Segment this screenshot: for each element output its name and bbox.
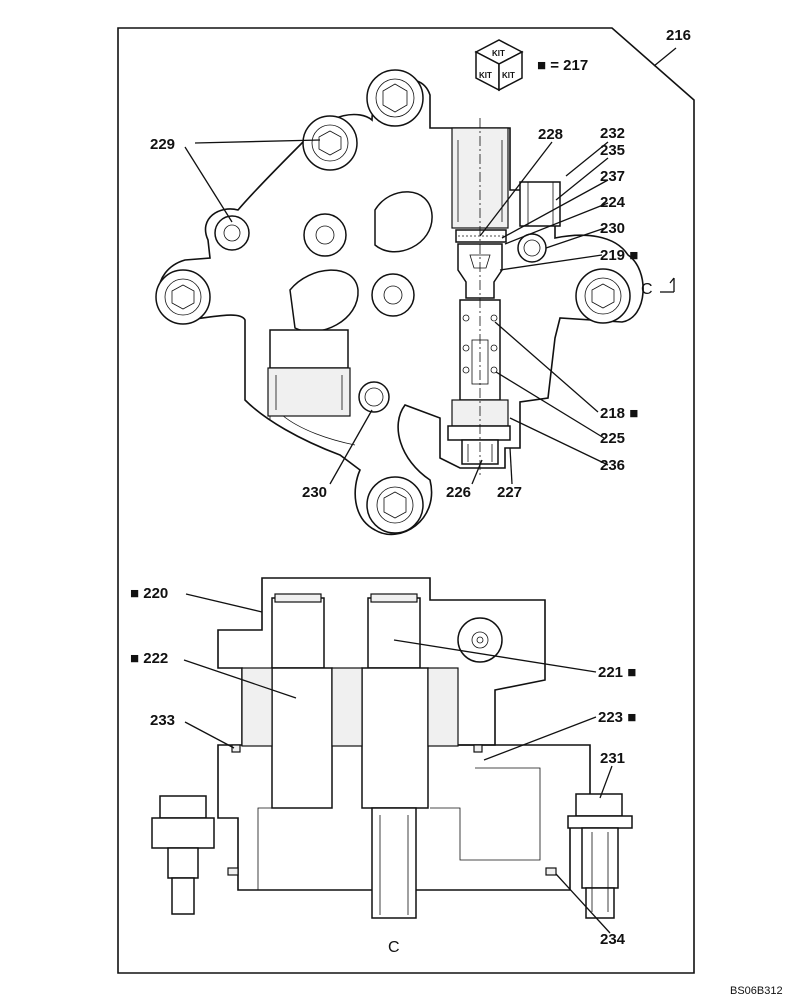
frame-leader (653, 47, 677, 67)
reference-code: BS06B312 (730, 985, 783, 997)
callout-222: ■ 222 (130, 650, 168, 667)
callout-224: 224 (600, 194, 626, 211)
section-view-label: C (388, 939, 400, 956)
callout-221: 221 ■ (598, 664, 636, 681)
callout-223: 223 ■ (598, 709, 636, 726)
callout-235: 235 (600, 142, 625, 159)
callout-237: 237 (600, 168, 625, 185)
callout-218: 218 ■ (600, 405, 638, 422)
kit-legend: ■ = 217 (537, 57, 588, 74)
callout-236: 236 (600, 457, 625, 474)
callout-232: 232 (600, 125, 625, 142)
bolt-head-icon (575, 268, 631, 324)
callout-230-lower: 230 (302, 484, 327, 501)
callout-220: ■ 220 (130, 585, 168, 602)
section-view-c (151, 577, 633, 919)
kit-top-label: KIT (492, 49, 505, 58)
kit-right-label: KIT (502, 71, 515, 80)
callout-225: 225 (600, 430, 625, 447)
bolt-head-icon (155, 269, 211, 325)
callout-229: 229 (150, 136, 175, 153)
kit-cube-icon: KIT KIT KIT (474, 39, 524, 92)
frame-number: 216 (666, 27, 691, 44)
callout-234: 234 (600, 931, 626, 948)
kit-left-label: KIT (479, 71, 492, 80)
callout-230-upper: 230 (600, 220, 625, 237)
top-view-leader-lines (184, 139, 675, 485)
section-marker: C (641, 281, 653, 298)
bolt-head-icon (366, 69, 424, 127)
callout-219: 219 ■ (600, 247, 638, 264)
bolt-head-icon (302, 115, 358, 171)
section-view-leader-lines (183, 593, 613, 934)
bolt-head-icon (366, 476, 424, 534)
callout-226: 226 (446, 484, 471, 501)
callout-228: 228 (538, 126, 563, 143)
callout-227: 227 (497, 484, 522, 501)
valve-body-top-view (155, 69, 644, 536)
callout-231: 231 (600, 750, 625, 767)
diagram-frame (117, 27, 695, 974)
callout-233: 233 (150, 712, 175, 729)
